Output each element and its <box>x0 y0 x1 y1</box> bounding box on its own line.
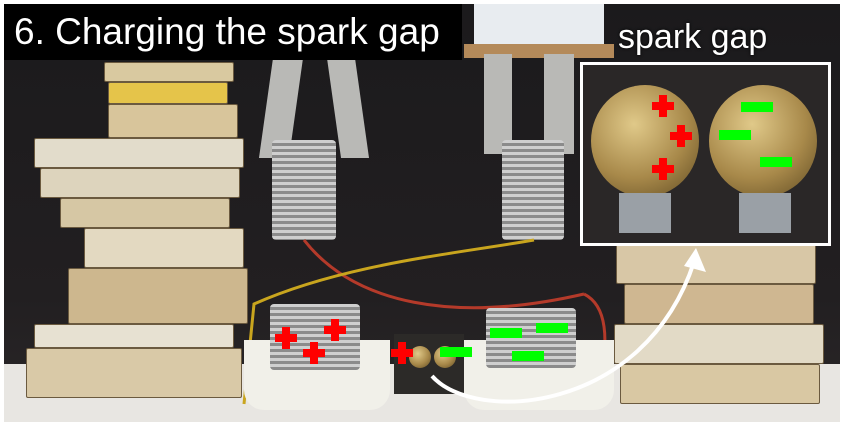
hanging-can-right <box>502 140 564 240</box>
hanging-can-left <box>272 140 336 240</box>
negative-charge <box>741 102 773 112</box>
nut-right <box>739 193 791 233</box>
negative-charge <box>536 323 568 333</box>
negative-charge <box>512 351 544 361</box>
positive-charge <box>275 327 297 349</box>
positive-charge <box>652 95 674 117</box>
small-ball-left <box>409 346 431 368</box>
arrow-to-inset <box>430 248 706 404</box>
negative-charge <box>490 328 522 338</box>
positive-charge <box>670 125 692 147</box>
slide-title: 6. Charging the spark gap <box>4 4 462 60</box>
negative-charge <box>760 157 792 167</box>
positive-charge <box>324 319 346 341</box>
inset-label: spark gap <box>618 18 768 56</box>
bottle <box>474 4 604 48</box>
positive-charge <box>391 342 413 364</box>
photo-scene: 6. Charging the spark gap spark gap <box>4 4 840 422</box>
spark-gap-inset <box>580 62 831 246</box>
nut-left <box>619 193 671 233</box>
negative-charge <box>440 347 472 357</box>
negative-charge <box>719 130 751 140</box>
positive-charge <box>652 158 674 180</box>
positive-charge <box>303 342 325 364</box>
